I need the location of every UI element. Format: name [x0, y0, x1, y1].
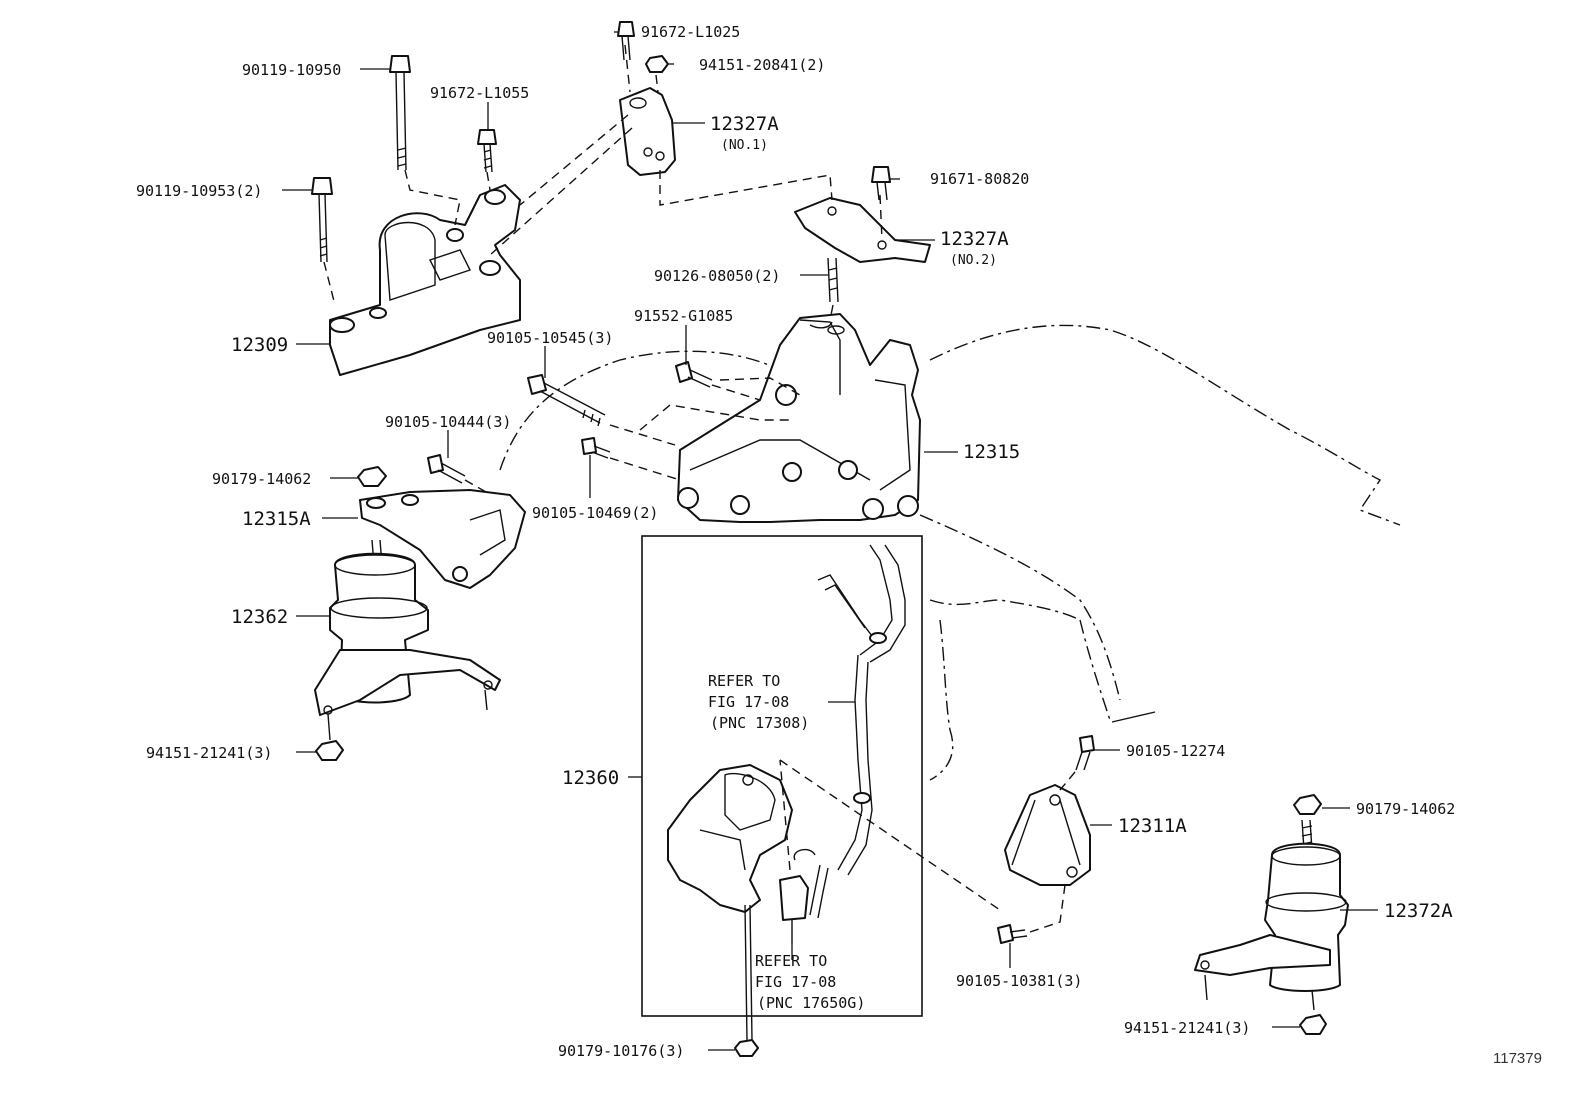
label-90105-10381[interactable]: 90105-10381(3) — [956, 972, 1082, 990]
label-12372A[interactable]: 12372A — [1384, 900, 1453, 922]
assembly-lines-12311A — [779, 759, 1076, 933]
label-12362[interactable]: 12362 — [231, 606, 288, 628]
nut-90179-14062-right — [1293, 794, 1322, 815]
label-91552-G1085[interactable]: 91552-G1085 — [634, 307, 733, 325]
vacuum-hose-assembly — [779, 544, 906, 945]
label-90119-10950[interactable]: 90119-10950 — [242, 61, 341, 79]
label-12327A-no2-sub: (NO.2) — [950, 253, 997, 268]
label-12309[interactable]: 12309 — [231, 334, 288, 356]
bracket-12327A-no2 — [794, 197, 931, 263]
bolt-91672-L1025 — [617, 21, 635, 61]
bolt-90105-10444 — [427, 454, 466, 484]
bolt-90119-10953 — [311, 177, 333, 263]
label-12327A-no1-sub: (NO.1) — [721, 138, 768, 153]
refer-lower-line3: (PNC 17650G) — [757, 994, 865, 1012]
assembly-lines-upper — [323, 44, 883, 321]
bolt-90119-10950 — [389, 55, 411, 171]
label-12327A-no2[interactable]: 12327A — [940, 228, 1009, 250]
label-90105-10469[interactable]: 90105-10469(2) — [532, 504, 658, 522]
refer-upper-line3: (PNC 17308) — [710, 714, 809, 732]
refer-upper-line2[interactable]: FIG 17-08 — [708, 693, 789, 711]
vsv-bracket-12360 — [667, 764, 793, 1041]
refer-upper-line1: REFER TO — [708, 672, 780, 690]
label-90179-10176[interactable]: 90179-10176(3) — [558, 1042, 684, 1060]
refer-lower-line2[interactable]: FIG 17-08 — [755, 973, 836, 991]
label-90119-10953[interactable]: 90119-10953(2) — [136, 182, 262, 200]
bracket-12311A — [1004, 784, 1091, 886]
leader-lines — [282, 31, 1378, 1051]
label-94151-21241-right[interactable]: 94151-21241(3) — [1124, 1019, 1250, 1037]
bolt-90105-12274 — [1075, 735, 1095, 771]
label-12315A[interactable]: 12315A — [242, 508, 311, 530]
bracket-12327A-no1 — [619, 87, 676, 176]
nut-90179-14062-left — [357, 466, 387, 487]
bolt-91672-L1055 — [477, 129, 497, 173]
engine-bracket-12315 — [677, 313, 921, 523]
label-12360[interactable]: 12360 — [562, 767, 619, 789]
label-91672-L1025[interactable]: 91672-L1025 — [641, 23, 740, 41]
label-90179-14062-right[interactable]: 90179-14062 — [1356, 800, 1455, 818]
engine-mount-12309 — [329, 184, 521, 376]
label-12315[interactable]: 12315 — [963, 441, 1020, 463]
refer-lower-line1: REFER TO — [755, 952, 827, 970]
nut-94151-20841 — [645, 55, 669, 73]
bracket-12315A — [359, 489, 526, 589]
engine-mount-12372A — [1194, 819, 1349, 1011]
part-labels: 91672-L1025 94151-20841(2) 90119-10950 9… — [136, 23, 1542, 1067]
label-94151-21241-left[interactable]: 94151-21241(3) — [146, 744, 272, 762]
bolt-91671-80820 — [871, 166, 891, 201]
label-12327A-no1[interactable]: 12327A — [710, 113, 779, 135]
label-91671-80820[interactable]: 91671-80820 — [930, 170, 1029, 188]
bolt-90105-10381 — [997, 924, 1028, 944]
label-90105-10545[interactable]: 90105-10545(3) — [487, 329, 613, 347]
label-90105-10444[interactable]: 90105-10444(3) — [385, 413, 511, 431]
label-12311A[interactable]: 12311A — [1118, 815, 1187, 837]
label-90105-12274[interactable]: 90105-12274 — [1126, 742, 1225, 760]
stud-90126-08050 — [827, 257, 839, 303]
label-91672-L1055[interactable]: 91672-L1055 — [430, 84, 529, 102]
frame-12360 — [641, 535, 923, 1017]
bolt-90105-10545 — [527, 374, 606, 427]
label-94151-20841[interactable]: 94151-20841(2) — [699, 56, 825, 74]
engine-phantom-outline — [499, 324, 1401, 781]
nut-90179-10176 — [734, 1039, 759, 1057]
figure-id: 117379 — [1493, 1050, 1542, 1067]
nut-94151-21241-left — [315, 740, 344, 761]
label-90126-08050[interactable]: 90126-08050(2) — [654, 267, 780, 285]
bolt-90105-10469 — [581, 437, 611, 459]
label-90179-14062-left[interactable]: 90179-14062 — [212, 470, 311, 488]
nut-94151-21241-right — [1299, 1014, 1327, 1035]
engine-mount-12362 — [314, 539, 501, 741]
bolt-91552-G1085 — [675, 361, 713, 388]
